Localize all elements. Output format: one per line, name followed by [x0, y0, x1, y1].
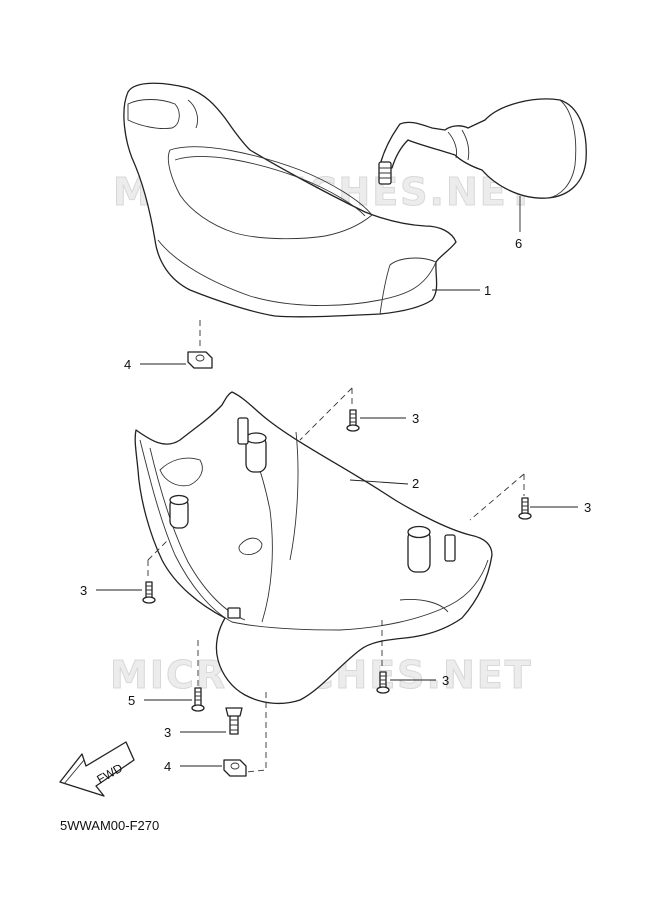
callout-3e: 3	[164, 725, 171, 740]
callout-3a: 3	[412, 411, 419, 426]
screw-part-3-c	[142, 581, 156, 604]
forward-direction-arrow: FWD	[59, 741, 135, 797]
leader-2	[349, 479, 409, 485]
lower-handlebar-cover	[134, 391, 493, 705]
screw-part-3-d	[376, 671, 390, 694]
screw-part-5	[191, 687, 205, 712]
callout-6: 6	[515, 236, 522, 251]
callout-5: 5	[128, 693, 135, 708]
callout-3c: 3	[80, 583, 87, 598]
callout-1: 1	[484, 283, 491, 298]
screw-part-3-a	[346, 409, 360, 432]
callout-3b: 3	[584, 500, 591, 515]
upper-handlebar-cover	[123, 82, 457, 318]
callout-4b: 4	[164, 759, 171, 774]
callout-3d: 3	[442, 673, 449, 688]
assembly-line-screw-b	[469, 473, 525, 521]
screw-part-3-b	[518, 497, 532, 520]
assembly-line-screw-a	[299, 387, 353, 441]
screw-part-3-e	[225, 707, 243, 735]
rear-view-mirror	[378, 98, 587, 199]
diagram-code: 5WWAM00-F270	[60, 818, 159, 833]
assembly-line-screw-c	[147, 539, 169, 580]
callout-4a: 4	[124, 357, 131, 372]
nut-part-4-lower	[223, 759, 247, 777]
nut-part-4-upper	[187, 351, 213, 369]
callout-2: 2	[412, 476, 419, 491]
assembly-line-lower	[245, 692, 267, 773]
